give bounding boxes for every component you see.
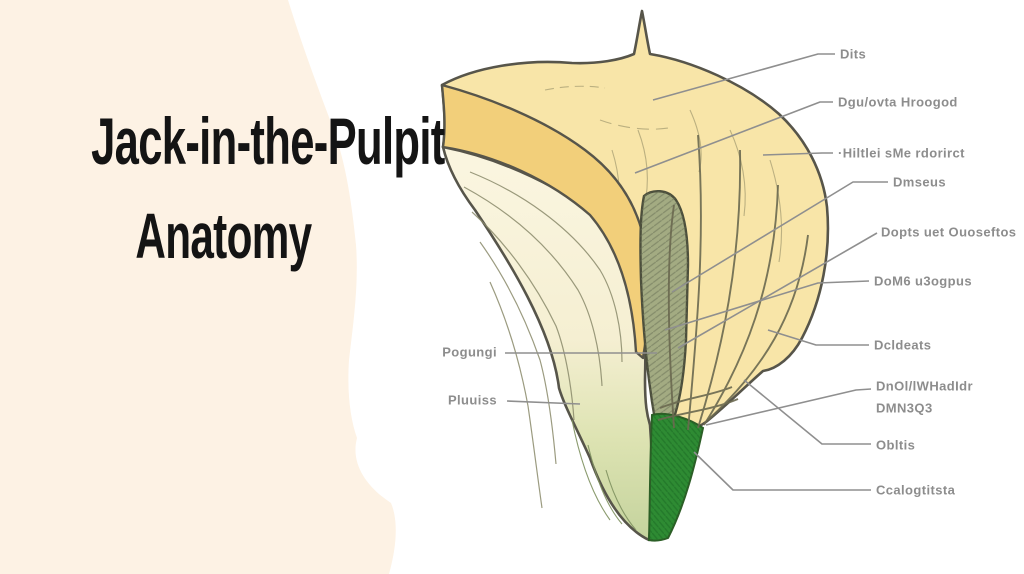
leader-label-left-2 bbox=[506, 400, 581, 405]
tube-green-veins bbox=[571, 419, 637, 531]
title-line-1: Jack-in-the-Pulpit bbox=[91, 104, 445, 178]
hood-ridges bbox=[657, 134, 809, 431]
leader-label-8 bbox=[705, 388, 872, 426]
leader-label-3 bbox=[762, 152, 833, 156]
title-line-2: Anatomy bbox=[134, 200, 312, 272]
leader-label-4 bbox=[671, 181, 888, 293]
diagram-label-10: Ccalogtitsta bbox=[876, 482, 956, 498]
poster-title: Jack-in-the-Pulpit Anatomy bbox=[0, 108, 446, 268]
diagram-label-3: ·Hiltlei sMe rdorirct bbox=[838, 145, 965, 161]
diagram-label-8-line-2: DMN3Q3 bbox=[876, 400, 933, 416]
leader-lines bbox=[505, 53, 888, 491]
diagram-label-8: DnOl/lWHadIdr DMN3Q3 bbox=[876, 379, 973, 416]
diagram-label-9: Obltis bbox=[876, 437, 916, 453]
diagram-label-6: DoM6 u3ogpus bbox=[874, 273, 972, 289]
diagram-label-left-2: Pluuiss bbox=[447, 392, 497, 408]
leader-label-7 bbox=[767, 329, 869, 346]
diagram-label-left-1: Pogungi bbox=[442, 344, 497, 360]
leader-label-5 bbox=[677, 232, 878, 349]
diagram-label-7: Dcldeats bbox=[874, 337, 932, 353]
diagram-label-2: Dgu/ovta Hroogod bbox=[838, 94, 958, 110]
spadix-base bbox=[647, 413, 705, 542]
leader-label-10 bbox=[693, 451, 871, 491]
diagram-label-8-line-1: DnOl/lWHadIdr bbox=[876, 378, 973, 394]
diagram-label-4: Dmseus bbox=[893, 174, 946, 190]
leader-label-9 bbox=[743, 379, 871, 445]
diagram-label-5: Dopts uet Ouoseftos bbox=[881, 224, 1017, 240]
leader-label-6 bbox=[664, 280, 870, 331]
leader-label-1 bbox=[652, 53, 835, 101]
spadix bbox=[639, 190, 690, 430]
tube-stripes bbox=[463, 171, 623, 509]
diagram-label-1: Dits bbox=[840, 46, 867, 62]
spathe-inner-fold bbox=[440, 83, 650, 360]
leader-label-2 bbox=[634, 101, 833, 174]
background-blob bbox=[0, 0, 396, 574]
